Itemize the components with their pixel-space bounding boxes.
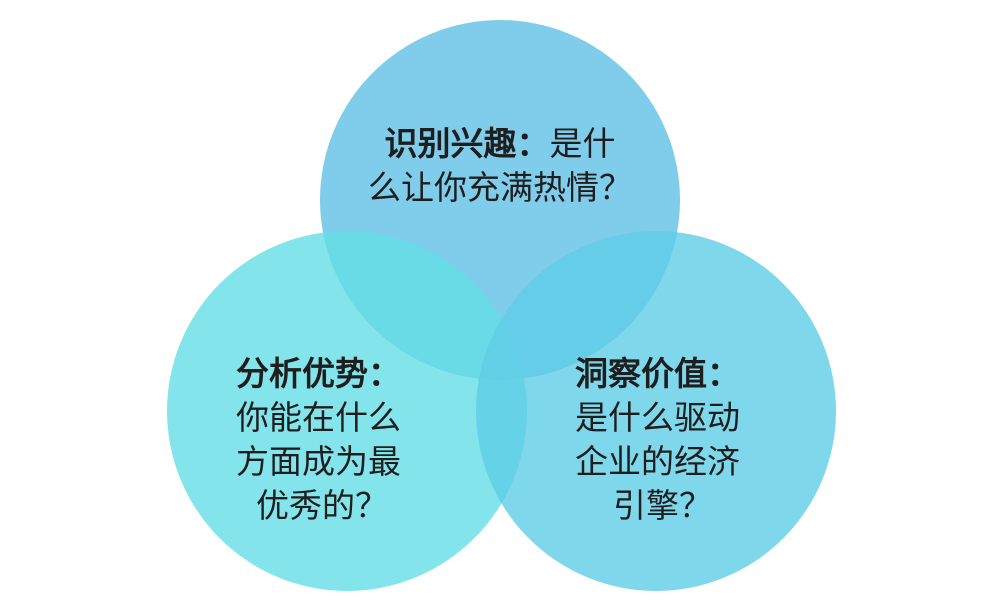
interest-text-1: 是什	[549, 124, 616, 163]
value-text-4: 引擎？	[613, 486, 712, 525]
strength-text-2: 你能在什么	[236, 398, 401, 437]
value-title-text: 洞察价值：	[575, 354, 740, 393]
value-text-2: 是什么驱动	[575, 398, 740, 437]
interest-text-2: 么让你充满热情？	[368, 168, 632, 207]
strength-title: 分析优势：	[236, 352, 436, 396]
strength-title-text: 分析优势：	[236, 354, 401, 393]
interest-label: 识别兴趣：是什 么让你充满热情？	[350, 122, 650, 210]
value-label: 洞察价值： 是什么驱动 企业的经济 引擎？	[575, 352, 775, 528]
circle-strength	[167, 231, 527, 591]
strength-text-4: 优秀的？	[256, 486, 388, 525]
interest-title: 识别兴趣：	[384, 124, 550, 163]
circle-value	[476, 231, 836, 591]
value-text-3: 企业的经济	[575, 442, 740, 481]
strength-text-3: 方面成为最	[236, 442, 401, 481]
interest-line-1: 识别兴趣：是什	[350, 122, 650, 166]
strength-label: 分析优势： 你能在什么 方面成为最 优秀的？	[236, 352, 436, 528]
value-title: 洞察价值：	[575, 352, 775, 396]
